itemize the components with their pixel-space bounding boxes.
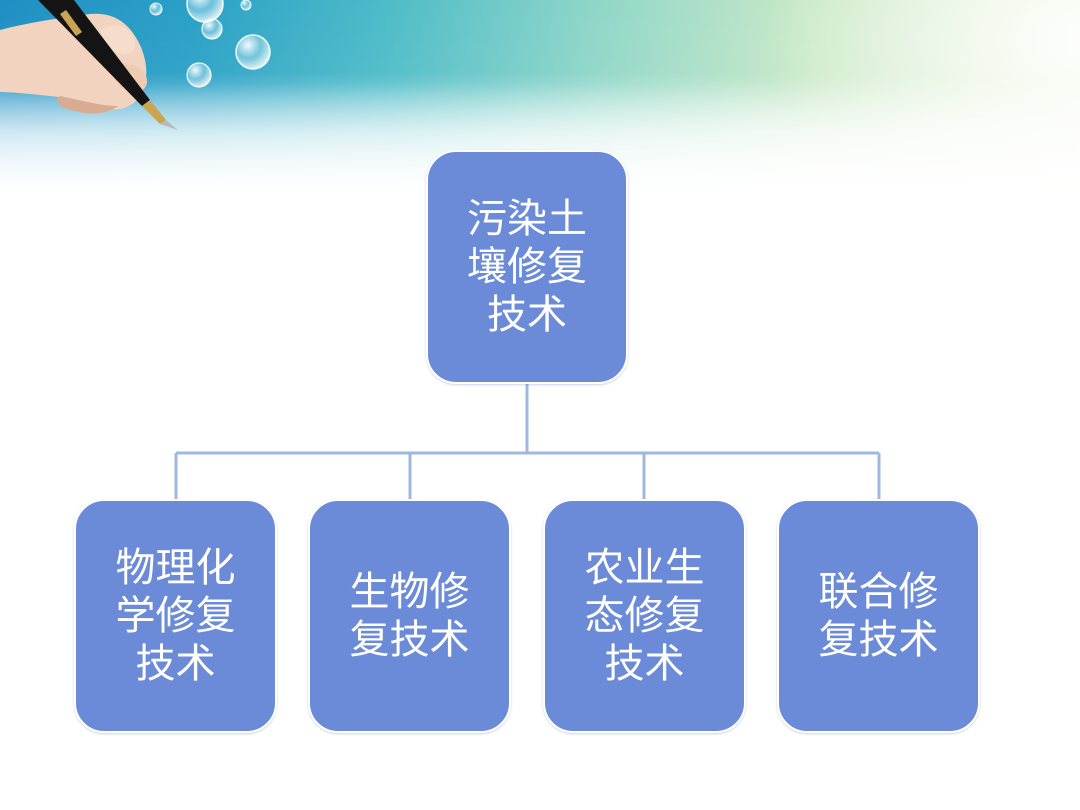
child-node-label: 物理化 学修复 技术 bbox=[115, 545, 236, 687]
bubble-6 bbox=[240, 0, 252, 11]
bubble-4 bbox=[149, 2, 163, 16]
hand-shadow bbox=[57, 96, 118, 114]
bubble-1 bbox=[235, 34, 271, 70]
root-node: 污染土 壤修复 技术 bbox=[426, 150, 628, 384]
finger-shape bbox=[100, 25, 136, 55]
pen-icon bbox=[38, 0, 178, 130]
child-node-physicochemical: 物理化 学修复 技术 bbox=[74, 499, 277, 733]
bubble-5 bbox=[186, 0, 224, 23]
child-node-label: 生物修 复技术 bbox=[349, 569, 470, 663]
hand-pen-illustration bbox=[0, 0, 271, 130]
child-node-combined: 联合修 复技术 bbox=[777, 499, 980, 733]
child-node-label: 农业生 态修复 技术 bbox=[584, 545, 705, 687]
child-node-agro-ecological: 农业生 态修复 技术 bbox=[543, 499, 746, 733]
child-node-biological: 生物修 复技术 bbox=[308, 499, 511, 733]
child-node-label: 联合修 复技术 bbox=[818, 569, 939, 663]
bubble-3 bbox=[186, 62, 212, 88]
root-node-label: 污染土 壤修复 技术 bbox=[467, 196, 587, 338]
